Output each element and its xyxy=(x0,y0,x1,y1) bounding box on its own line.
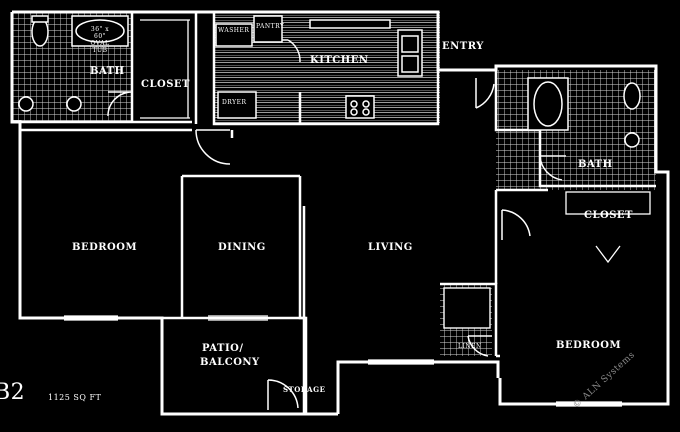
room-label-closet-top: CLOSET xyxy=(141,79,190,90)
pantry-label: PANTRY xyxy=(256,23,285,30)
room-label-bedroom-left: BEDROOM xyxy=(72,242,138,253)
room-label-dining: DINING xyxy=(218,242,266,253)
plan-code: B2 xyxy=(0,380,26,405)
room-label-kitchen: KITCHEN xyxy=(310,55,369,66)
interior-walls xyxy=(12,12,656,414)
range-icon xyxy=(345,95,375,119)
room-label-storage: STORAGE xyxy=(283,385,326,394)
dryer-label: DRYER xyxy=(222,99,247,106)
closet-rod-icon xyxy=(140,19,190,119)
room-label-bedroom-right: BEDROOM xyxy=(556,340,622,351)
sink-icon xyxy=(18,96,34,112)
linen-label: LINEN xyxy=(458,343,482,350)
room-label-bath-left: BATH xyxy=(90,66,125,77)
room-label-bath-right: BATH xyxy=(578,159,613,170)
dryer-icon xyxy=(217,91,257,119)
room-label-living: LIVING xyxy=(368,242,413,253)
windows xyxy=(64,315,622,407)
room-label-patio-line2: BALCONY xyxy=(200,357,260,368)
sink-icon xyxy=(624,132,640,148)
closet-rod-icon xyxy=(565,191,651,264)
area-label: 1125 SQ FT xyxy=(48,393,102,402)
sink-icon xyxy=(66,96,82,112)
tub-note: 36" x 60" OVAL TUB xyxy=(90,26,110,54)
room-label-closet-right: CLOSET xyxy=(584,210,633,221)
toilet-icon xyxy=(623,82,641,110)
entry-label: ENTRY xyxy=(442,41,484,52)
room-label-patio-line1: PATIO/ xyxy=(202,343,244,354)
pantry-icon xyxy=(253,15,283,43)
washer-label: WASHER xyxy=(218,27,250,34)
washer-icon xyxy=(215,23,253,47)
fireplace-icon xyxy=(443,287,491,329)
